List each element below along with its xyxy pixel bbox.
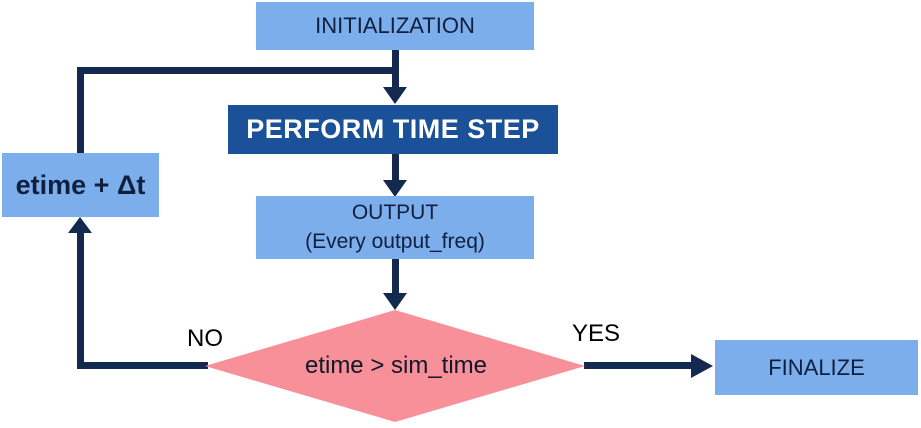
yes-branch-label: YES <box>571 320 621 347</box>
initialization-node: INITIALIZATION <box>256 2 534 50</box>
output-node-sublabel: (Every output_freq) <box>305 229 485 253</box>
connector-yes-branch <box>584 362 691 369</box>
arrowhead-into-decision-icon <box>383 293 407 310</box>
finalize-node: FINALIZE <box>715 340 918 395</box>
arrowhead-into-increment-icon <box>68 217 92 233</box>
output-node-label: OUTPUT <box>351 201 439 225</box>
arrowhead-into-finalize-icon <box>691 354 713 378</box>
output-node: OUTPUT (Every output_freq) <box>256 196 534 259</box>
connector-output-to-decision <box>392 259 399 293</box>
perform-time-step-node: PERFORM TIME STEP <box>228 105 558 154</box>
connector-perform-to-output <box>392 154 399 180</box>
time-increment-node: etime + Δt <box>2 153 159 217</box>
connector-loop-left-vertical-top <box>77 67 84 153</box>
arrowhead-into-output-icon <box>383 180 407 197</box>
decision-diamond-shape <box>205 310 585 422</box>
connector-no-branch-horizontal <box>77 362 208 369</box>
no-branch-label: NO <box>187 325 223 352</box>
arrowhead-into-perform-icon <box>383 87 407 104</box>
connector-no-branch-vertical <box>77 233 84 369</box>
decision-node-label: etime > sim_time <box>304 352 488 379</box>
connector-loop-top-horizontal <box>77 67 399 74</box>
